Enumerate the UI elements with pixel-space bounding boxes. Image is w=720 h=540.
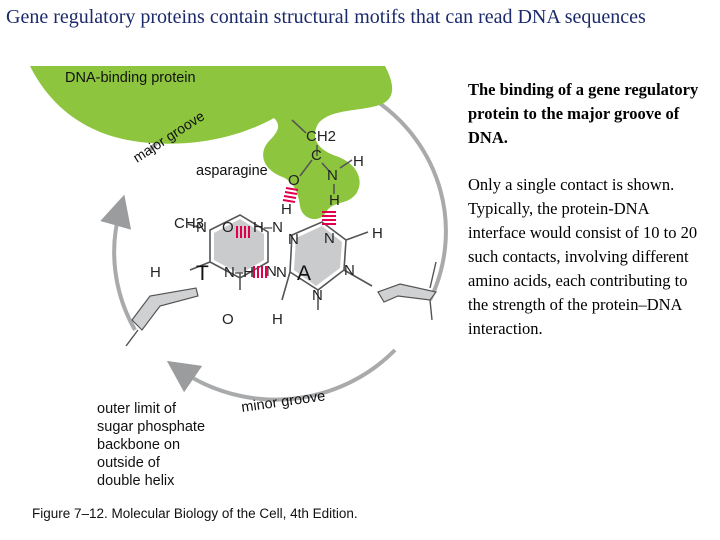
asparagine-label: asparagine (196, 163, 268, 179)
outer-limit-label: outer limit of sugar phosphate backbone … (97, 401, 205, 489)
atom-n-a-top: N (288, 231, 299, 248)
bond-lines (187, 119, 373, 310)
atom-n-right-top: N (324, 230, 335, 247)
outer-limit-line-1: outer limit of (97, 401, 177, 417)
atom-n-a-right: N (344, 262, 355, 279)
thymine-label: T (196, 262, 209, 285)
atom-h-asn-bottom: H (329, 192, 340, 209)
backbone-stubs (125, 261, 437, 347)
outer-limit-line-4: outside of (97, 455, 161, 471)
atom-c: C (311, 147, 322, 164)
minor-groove-label: minor groove (240, 388, 326, 416)
atom-h-a-bottom: H (272, 311, 283, 328)
figure-caption: Figure 7–12. Molecular Biology of the Ce… (32, 506, 358, 521)
atom-o-asn: O (288, 172, 300, 189)
hydrogen-bonds (236, 187, 336, 278)
side-heading: The binding of a gene regulatory protein… (468, 80, 699, 147)
atom-n-left-a: N (276, 264, 287, 281)
outer-limit-line-5: double helix (97, 473, 175, 489)
outer-limit-line-2: sugar phosphate (97, 419, 205, 435)
side-body: Only a single contact is shown. Typicall… (468, 175, 698, 338)
protein-label: DNA-binding protein (65, 70, 196, 86)
atom-ch2: CH2 (306, 128, 336, 145)
atom-hn: H–N (253, 219, 283, 236)
atom-n-a-bottom: N (312, 287, 323, 304)
atom-n-asn: N (327, 167, 338, 184)
atom-h-left: H (150, 264, 161, 281)
atom-labels: CH2 C O N H H H CH3 O H–N H N N N–H O N … (150, 128, 383, 328)
protein-blob (30, 66, 393, 220)
thymine-ring-fill (214, 219, 264, 274)
atom-h-top: H (281, 201, 292, 218)
atom-ch3: CH3 (174, 215, 204, 232)
atom-n-t-left: N (196, 219, 207, 236)
atom-h-a-right: H (372, 225, 383, 242)
adenine-ring-fill (294, 226, 342, 286)
atom-n-mid-t: N–H (224, 264, 254, 281)
atom-n-right-t: N (266, 263, 277, 280)
adenine-label: A (297, 262, 311, 285)
outer-limit-line-3: backbone on (97, 437, 180, 453)
atom-o-bottom: O (222, 311, 234, 328)
slide-title: Gene regulatory proteins contain structu… (6, 6, 646, 28)
atom-h-asn-right: H (353, 153, 364, 170)
atom-o-top: O (222, 219, 234, 236)
